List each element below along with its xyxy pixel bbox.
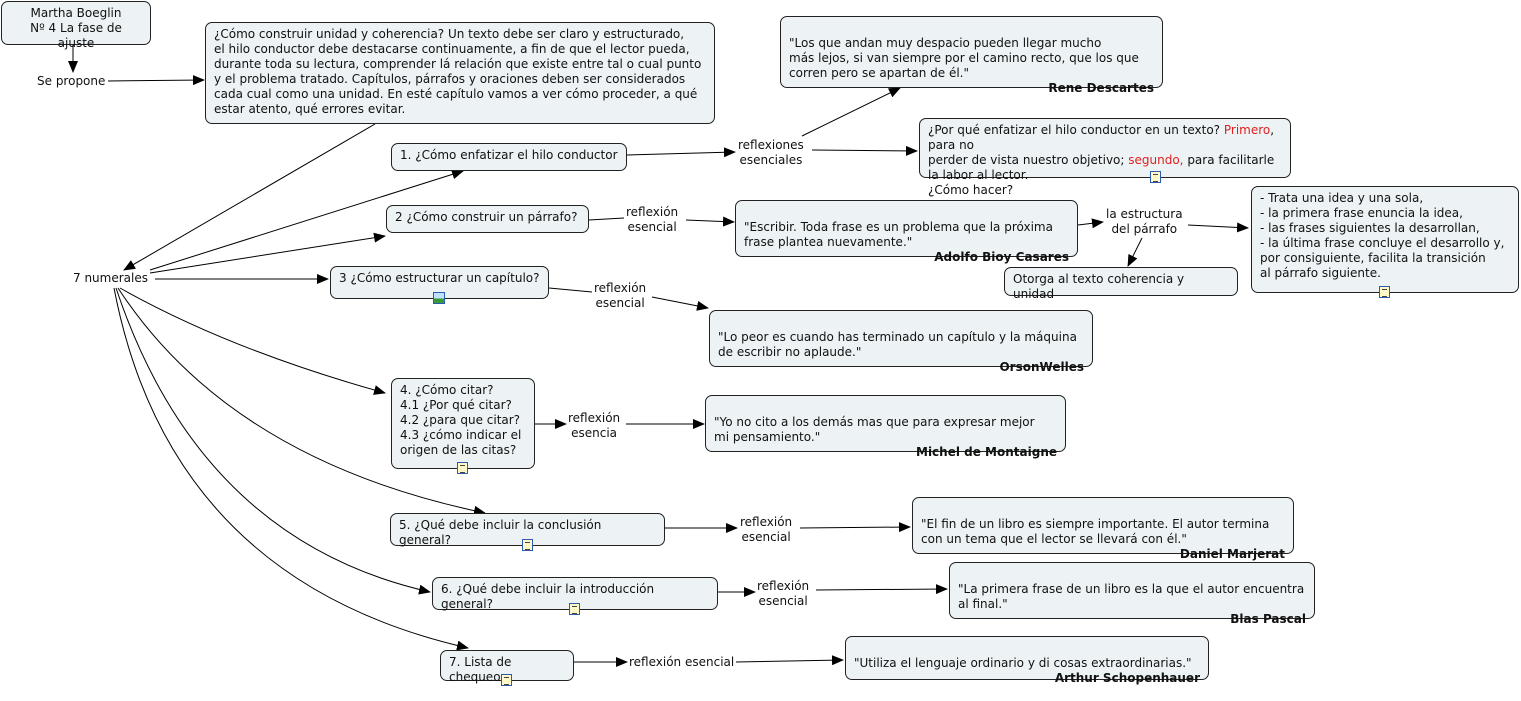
quote-montaigne[interactable]: "Yo no cito a los demás mas que para exp… [705, 395, 1066, 459]
quote-author: Daniel Marjerat [1179, 547, 1285, 561]
quote-author: OrsonWelles [999, 360, 1084, 374]
quote-text: "La primera frase de un libro es la que … [958, 582, 1305, 611]
quote-text: "Utiliza el lenguaje ordinario y di cosa… [854, 656, 1192, 670]
question-2[interactable]: 2 ¿Cómo construir un párrafo? [386, 205, 589, 233]
quote-text: "Los que andan muy despacio pueden llega… [789, 36, 1139, 80]
text-segment: ¿Por qué enfatizar el hilo conductor en … [928, 123, 1224, 137]
otorga-concept[interactable]: Otorga al texto coherencia y unidad [1004, 267, 1238, 301]
porque-concept[interactable]: ¿Por qué enfatizar el hilo conductor en … [919, 118, 1291, 197]
link-reflexion-q6[interactable]: reflexión esencial [757, 579, 810, 609]
quote-author: Michel de Montaigne [916, 445, 1057, 459]
highlight-segundo: segundo, [1128, 153, 1184, 167]
quote-text: "Yo no cito a los demás mas que para exp… [714, 415, 1035, 444]
quote-welles[interactable]: "Lo peor es cuando has terminado un capí… [709, 310, 1093, 374]
text-segment: para facilitarle la labor al lector. ¿Có… [928, 153, 1275, 197]
highlight-primero: Primero [1223, 123, 1271, 137]
quote-author: Adolfo Bioy Casares [934, 250, 1069, 264]
link-reflexiones-esenciales[interactable]: reflexiones esenciales [738, 138, 804, 168]
paragraph-structure-concept[interactable]: - Trata una idea y una sola, - la primer… [1251, 186, 1519, 293]
quote-author: Blas Pascal [1230, 612, 1306, 626]
quote-descartes[interactable]: "Los que andan muy despacio pueden llega… [780, 16, 1163, 95]
link-reflexion-q3[interactable]: reflexión esencial [594, 281, 647, 311]
note-icon[interactable] [522, 539, 533, 551]
link-reflexion-q4[interactable]: reflexión esencia [568, 411, 621, 441]
quote-marjerat[interactable]: "El fin de un libro es siempre important… [912, 497, 1294, 561]
quote-schopenhauer[interactable]: "Utiliza el lenguaje ordinario y di cosa… [845, 636, 1209, 685]
question-3[interactable]: 3 ¿Cómo estructurar un capítulo? [330, 266, 549, 299]
link-reflexion-q2[interactable]: reflexión esencial [626, 205, 679, 235]
image-icon[interactable] [433, 292, 445, 304]
link-reflexion-q7[interactable]: reflexión esencial [629, 655, 735, 670]
link-se-propone[interactable]: Se propone [37, 74, 106, 89]
quote-text: "Lo peor es cuando has terminado un capí… [718, 330, 1077, 359]
note-icon[interactable] [457, 462, 468, 474]
quote-author: Rene Descartes [1048, 81, 1154, 95]
text-segment: , para no perder de vista nuestro objeti… [928, 123, 1275, 167]
note-icon[interactable] [569, 603, 580, 615]
quote-text: "El fin de un libro es siempre important… [921, 517, 1270, 546]
question-4[interactable]: 4. ¿Cómo citar? 4.1 ¿Por qué citar? 4.2 … [391, 378, 535, 469]
note-icon[interactable] [1379, 286, 1390, 298]
root-concept[interactable]: Martha Boeglin Nº 4 La fase de ajuste [1, 1, 151, 50]
link-7-numerales[interactable]: 7 numerales [73, 271, 148, 286]
note-icon[interactable] [1150, 171, 1161, 183]
question-1[interactable]: 1. ¿Cómo enfatizar el hilo conductor [391, 143, 627, 171]
link-estructura-parrafo[interactable]: la estructura del párrafo [1106, 207, 1183, 237]
link-reflexion-q5[interactable]: reflexión esencial [740, 515, 793, 545]
quote-bioy-casares[interactable]: "Escribir. Toda frase es un problema que… [735, 200, 1078, 264]
quote-pascal[interactable]: "La primera frase de un libro es la que … [949, 562, 1315, 626]
quote-author: Arthur Schopenhauer [1054, 671, 1200, 685]
note-icon[interactable] [501, 674, 512, 686]
intro-concept[interactable]: ¿Cómo construir unidad y coherencia? Un … [205, 22, 715, 124]
quote-text: "Escribir. Toda frase es un problema que… [744, 220, 1053, 249]
question-7[interactable]: 7. Lista de chequeo [440, 650, 574, 684]
